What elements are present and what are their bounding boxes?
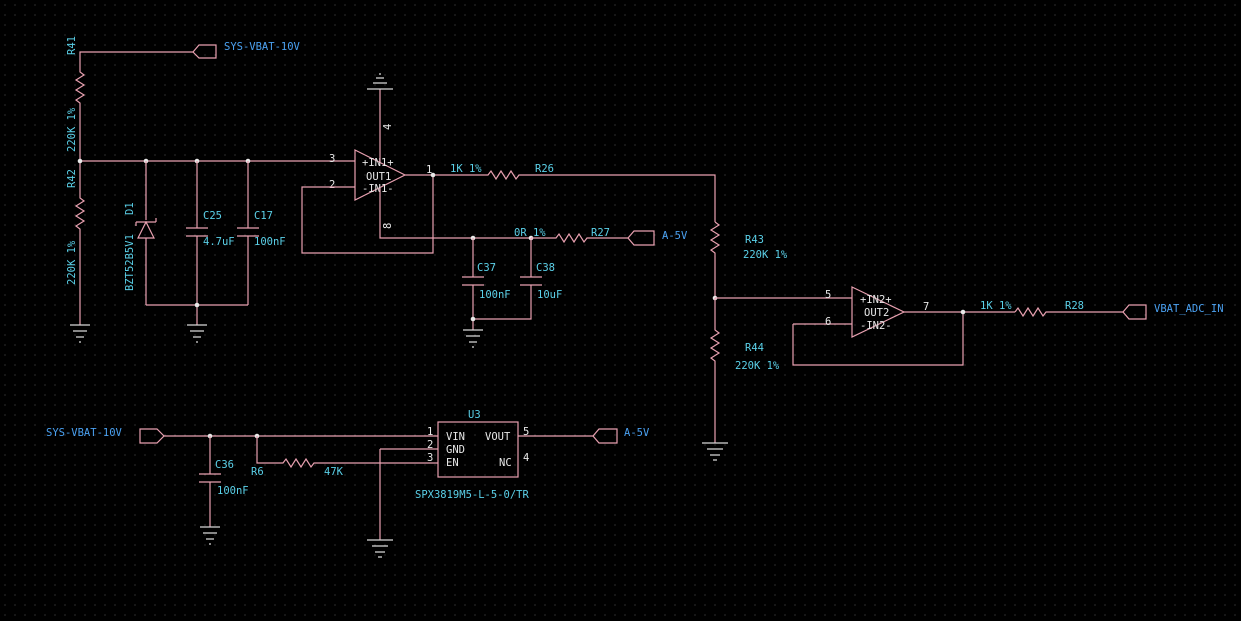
zener-diode-d1[interactable]: D1 BZT52B5V1 bbox=[124, 161, 157, 305]
capacitor-c25[interactable]: C25 4.7uF bbox=[186, 161, 235, 325]
svg-text:4: 4 bbox=[523, 452, 529, 464]
junction-dot bbox=[470, 316, 476, 322]
svg-text:2: 2 bbox=[427, 439, 433, 451]
svg-text:5: 5 bbox=[523, 426, 529, 438]
resistor-r28[interactable]: 1K 1% R28 bbox=[980, 300, 1123, 318]
svg-text:-IN1-: -IN1- bbox=[362, 183, 394, 195]
svg-text:R6: R6 bbox=[251, 466, 264, 478]
svg-text:SYS-VBAT-10V: SYS-VBAT-10V bbox=[224, 41, 301, 53]
svg-text:R43: R43 bbox=[745, 234, 764, 246]
svg-text:R42: R42 bbox=[66, 169, 78, 188]
svg-text:C25: C25 bbox=[203, 210, 222, 222]
svg-text:47K: 47K bbox=[324, 466, 344, 478]
junction-dot bbox=[77, 158, 83, 164]
ground-symbol bbox=[367, 539, 393, 558]
svg-text:220K 1%: 220K 1% bbox=[743, 249, 788, 261]
svg-text:SYS-VBAT-10V: SYS-VBAT-10V bbox=[46, 427, 123, 439]
svg-text:220K 1%: 220K 1% bbox=[735, 360, 780, 372]
wire-u1b-feedback bbox=[792, 312, 964, 366]
junction-dot bbox=[960, 309, 966, 315]
net-port-a5v-r27[interactable]: A-5V bbox=[627, 230, 688, 246]
svg-text:100nF: 100nF bbox=[217, 485, 249, 497]
svg-text:D1: D1 bbox=[124, 202, 136, 215]
resistor-r42[interactable]: R42 220K 1% bbox=[66, 169, 86, 325]
svg-text:C37: C37 bbox=[477, 262, 496, 274]
svg-text:NC: NC bbox=[499, 457, 512, 469]
svg-text:OUT1: OUT1 bbox=[366, 171, 391, 183]
net-port-sys-vbat-top[interactable]: SYS-VBAT-10V bbox=[79, 41, 301, 59]
resistor-r6[interactable]: R6 47K bbox=[251, 436, 438, 478]
svg-text:VOUT: VOUT bbox=[485, 431, 511, 443]
net-port-vbat-adc-in[interactable]: VBAT_ADC_IN bbox=[1122, 303, 1224, 320]
svg-text:U3: U3 bbox=[468, 409, 481, 421]
svg-text:100nF: 100nF bbox=[254, 236, 286, 248]
svg-text:8: 8 bbox=[382, 223, 394, 229]
svg-text:100nF: 100nF bbox=[479, 289, 511, 301]
svg-text:C17: C17 bbox=[254, 210, 273, 222]
svg-text:+IN2+: +IN2+ bbox=[860, 294, 892, 306]
svg-text:A-5V: A-5V bbox=[624, 427, 650, 439]
ground-symbol bbox=[200, 526, 220, 545]
capacitor-c17[interactable]: C17 100nF bbox=[237, 161, 286, 305]
svg-text:1: 1 bbox=[426, 164, 432, 176]
resistor-r41[interactable]: R41 220K 1% bbox=[66, 36, 86, 152]
svg-text:10uF: 10uF bbox=[537, 289, 562, 301]
svg-text:2: 2 bbox=[329, 179, 335, 191]
svg-text:GND: GND bbox=[446, 444, 465, 456]
opamp-u1a[interactable]: 3 2 +IN1+ OUT1 -IN1- 1 4 8 bbox=[329, 124, 432, 229]
wire-u1a-feedback bbox=[301, 175, 434, 254]
svg-text:R44: R44 bbox=[745, 342, 764, 354]
svg-text:4.7uF: 4.7uF bbox=[203, 236, 235, 248]
svg-text:R26: R26 bbox=[535, 163, 554, 175]
opamp-u1b[interactable]: 5 6 +IN2+ OUT2 -IN2- 7 bbox=[793, 286, 929, 338]
svg-text:VIN: VIN bbox=[446, 431, 465, 443]
resistor-r26[interactable]: 1K 1% R26 bbox=[450, 163, 716, 222]
svg-text:220K 1%: 220K 1% bbox=[66, 107, 78, 152]
svg-text:VBAT_ADC_IN: VBAT_ADC_IN bbox=[1154, 303, 1224, 315]
svg-text:SPX3819M5-L-5-0/TR: SPX3819M5-L-5-0/TR bbox=[415, 489, 529, 501]
svg-text:BZT52B5V1: BZT52B5V1 bbox=[124, 234, 136, 291]
svg-text:-IN2-: -IN2- bbox=[860, 320, 892, 332]
wire-gnd bbox=[379, 448, 438, 540]
resistor-r44[interactable]: R44 220K 1% bbox=[709, 298, 780, 443]
svg-text:R27: R27 bbox=[591, 227, 610, 239]
svg-text:5: 5 bbox=[825, 289, 831, 301]
net-port-a5v-u3[interactable]: A-5V bbox=[592, 427, 650, 444]
svg-text:EN: EN bbox=[446, 457, 459, 469]
resistor-r43[interactable]: R43 220K 1% bbox=[709, 221, 788, 298]
ground-symbol bbox=[702, 442, 728, 461]
ground-symbol bbox=[187, 324, 207, 343]
ground-symbol bbox=[463, 329, 483, 348]
ground-symbol bbox=[70, 324, 90, 343]
svg-text:R28: R28 bbox=[1065, 300, 1084, 312]
wire-u1a-vminus bbox=[379, 188, 531, 239]
svg-text:R41: R41 bbox=[66, 36, 78, 55]
svg-text:C36: C36 bbox=[215, 459, 234, 471]
svg-text:A-5V: A-5V bbox=[662, 230, 688, 242]
svg-text:OUT2: OUT2 bbox=[864, 307, 889, 319]
svg-text:3: 3 bbox=[427, 452, 433, 464]
svg-text:C38: C38 bbox=[536, 262, 555, 274]
net-port-sys-vbat-bottom[interactable]: SYS-VBAT-10V bbox=[46, 427, 165, 444]
capacitor-c37[interactable]: C37 100nF bbox=[462, 238, 511, 330]
svg-text:+IN1+: +IN1+ bbox=[362, 157, 394, 169]
regulator-u3[interactable]: U3 1 2 3 VIN GND EN VOUT NC 5 4 SPX3819M… bbox=[415, 409, 529, 501]
power-rail-symbol bbox=[367, 73, 393, 90]
svg-text:6: 6 bbox=[825, 316, 831, 328]
svg-text:1K 1%: 1K 1% bbox=[450, 163, 482, 175]
resistor-r27[interactable]: 0R 1% R27 bbox=[514, 227, 628, 244]
svg-text:7: 7 bbox=[923, 301, 929, 313]
svg-text:3: 3 bbox=[329, 153, 335, 165]
svg-text:4: 4 bbox=[382, 124, 394, 130]
capacitor-c38[interactable]: C38 10uF bbox=[473, 238, 562, 320]
svg-text:1K 1%: 1K 1% bbox=[980, 300, 1012, 312]
junction-dot bbox=[194, 302, 200, 308]
svg-text:0R 1%: 0R 1% bbox=[514, 227, 546, 239]
svg-text:1: 1 bbox=[427, 426, 433, 438]
capacitor-c36[interactable]: C36 100nF bbox=[199, 436, 249, 527]
svg-text:220K 1%: 220K 1% bbox=[66, 240, 78, 285]
junction-dot bbox=[430, 172, 436, 178]
